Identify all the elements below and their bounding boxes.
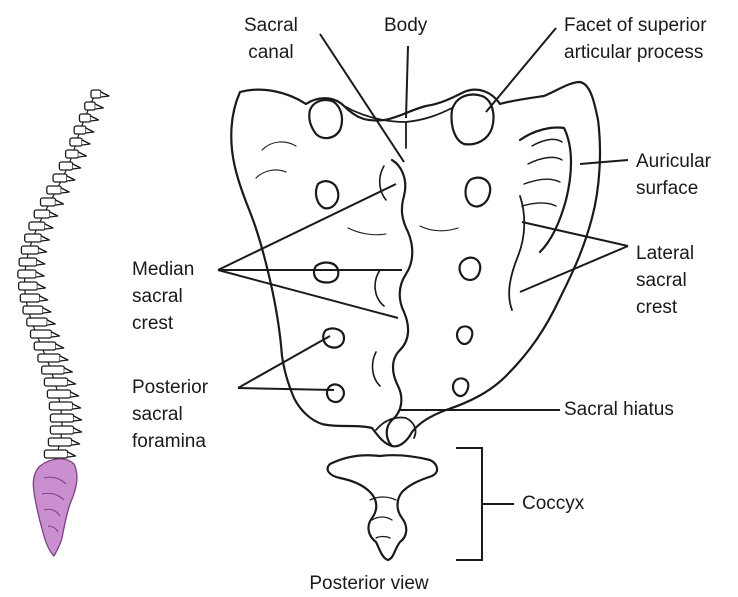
- spinous-process-shape: [39, 248, 47, 253]
- label-median-line-2: sacral: [132, 283, 194, 310]
- spinous-process-shape: [68, 380, 76, 385]
- sacrum-illustration: [231, 82, 600, 560]
- spinous-process-shape: [47, 320, 55, 325]
- caption-posterior-view: Posterior view: [0, 570, 738, 597]
- spinous-process-shape: [64, 368, 72, 373]
- vertebra-shape: [48, 438, 71, 446]
- vertebra-shape: [27, 318, 47, 326]
- vertebra-shape: [91, 90, 101, 98]
- spinous-process-shape: [56, 344, 64, 349]
- label-foramina-line-2: sacral: [132, 401, 208, 428]
- vertebra-shape: [70, 138, 82, 146]
- spinous-process-shape: [95, 104, 103, 109]
- spinous-process-shape: [43, 308, 51, 313]
- spinous-process-shape: [71, 392, 79, 397]
- spinous-process-shape: [72, 440, 80, 445]
- vertebra-shape: [44, 378, 67, 386]
- vertebra-shape: [74, 126, 86, 134]
- spinous-process-shape: [36, 272, 44, 277]
- vertebra-shape: [85, 102, 96, 110]
- label-foramina-line-1: Posterior: [132, 374, 208, 401]
- label-sacral-canal-line-1: Sacral: [244, 12, 298, 39]
- vertebra-shape: [47, 186, 61, 194]
- coccyx-illustration: [328, 455, 437, 560]
- vertebra-shape: [19, 258, 37, 266]
- spinous-process-shape: [55, 200, 63, 205]
- spinous-process-shape: [52, 332, 60, 337]
- vertebra-shape: [21, 246, 38, 254]
- spinous-process-shape: [91, 116, 99, 121]
- spinous-process-shape: [60, 356, 68, 361]
- label-lateral-line-1: Lateral: [636, 240, 694, 267]
- label-median-sacral-crest: Median sacral crest: [132, 256, 194, 337]
- vertebra-shape: [34, 210, 50, 218]
- vertebral-column-icon: [18, 90, 109, 556]
- spinous-process-shape: [61, 188, 69, 193]
- vertebra-shape: [50, 426, 73, 434]
- vertebra-shape: [50, 414, 73, 422]
- label-posterior-sacral-foramina: Posterior sacral foramina: [132, 374, 208, 455]
- spinous-process-shape: [40, 296, 48, 301]
- label-median-line-3: crest: [132, 310, 194, 337]
- vertebra-shape: [31, 330, 52, 338]
- label-lateral-line-3: crest: [636, 294, 694, 321]
- label-auricular-line-1: Auricular: [636, 148, 711, 175]
- spinous-process-shape: [37, 284, 45, 289]
- label-auricular-line-2: surface: [636, 175, 711, 202]
- vertebra-shape: [20, 294, 39, 302]
- vertebra-shape: [34, 342, 56, 350]
- vertebra-shape: [49, 402, 72, 410]
- label-lateral-sacral-crest: Lateral sacral crest: [636, 240, 694, 321]
- label-lateral-line-2: sacral: [636, 267, 694, 294]
- spinous-process-shape: [50, 212, 58, 217]
- vertebra-shape: [38, 354, 60, 362]
- coccyx-bracket: [456, 448, 514, 560]
- spinous-process-shape: [74, 428, 82, 433]
- vertebra-shape: [66, 150, 79, 158]
- spinous-process-shape: [86, 128, 94, 133]
- label-body: Body: [384, 12, 427, 39]
- label-facet: Facet of superior articular process: [564, 12, 707, 66]
- label-sacral-hiatus: Sacral hiatus: [564, 396, 674, 423]
- vertebra-shape: [59, 162, 72, 170]
- spinous-process-shape: [78, 152, 86, 157]
- spinous-process-shape: [67, 176, 75, 181]
- spinous-process-shape: [74, 416, 82, 421]
- label-body-text: Body: [384, 12, 427, 39]
- spinous-process-shape: [68, 452, 76, 457]
- vertebra-shape: [18, 270, 36, 278]
- label-auricular-surface: Auricular surface: [636, 148, 711, 202]
- vertebra-shape: [44, 450, 67, 458]
- label-median-line-1: Median: [132, 256, 194, 283]
- label-sacral-canal-line-2: canal: [244, 39, 298, 66]
- spinous-process-shape: [45, 224, 53, 229]
- spinous-process-shape: [41, 236, 49, 241]
- label-facet-line-2: articular process: [564, 39, 707, 66]
- vertebra-shape: [42, 366, 65, 374]
- vertebra-shape: [25, 234, 42, 242]
- caption-text: Posterior view: [0, 570, 738, 597]
- vertebra-shape: [53, 174, 67, 182]
- vertebra-shape: [23, 306, 43, 314]
- vertebra-shape: [29, 222, 45, 230]
- spinous-process-shape: [73, 404, 81, 409]
- label-sacral-hiatus-text: Sacral hiatus: [564, 396, 674, 423]
- highlighted-sacrum-icon: [33, 459, 77, 556]
- vertebra-shape: [47, 390, 70, 398]
- vertebra-shape: [19, 282, 38, 290]
- label-foramina-line-3: foramina: [132, 428, 208, 455]
- label-sacral-canal: Sacral canal: [244, 12, 298, 66]
- vertebra-shape: [41, 198, 56, 206]
- label-coccyx: Coccyx: [522, 490, 584, 517]
- spinous-process-shape: [37, 260, 45, 265]
- leader-body: [406, 46, 408, 118]
- spinous-process-shape: [82, 140, 90, 145]
- spinous-process-shape: [101, 92, 109, 97]
- spinous-process-shape: [73, 164, 81, 169]
- vertebra-shape: [79, 114, 90, 122]
- label-coccyx-text: Coccyx: [522, 490, 584, 517]
- label-facet-line-1: Facet of superior: [564, 12, 707, 39]
